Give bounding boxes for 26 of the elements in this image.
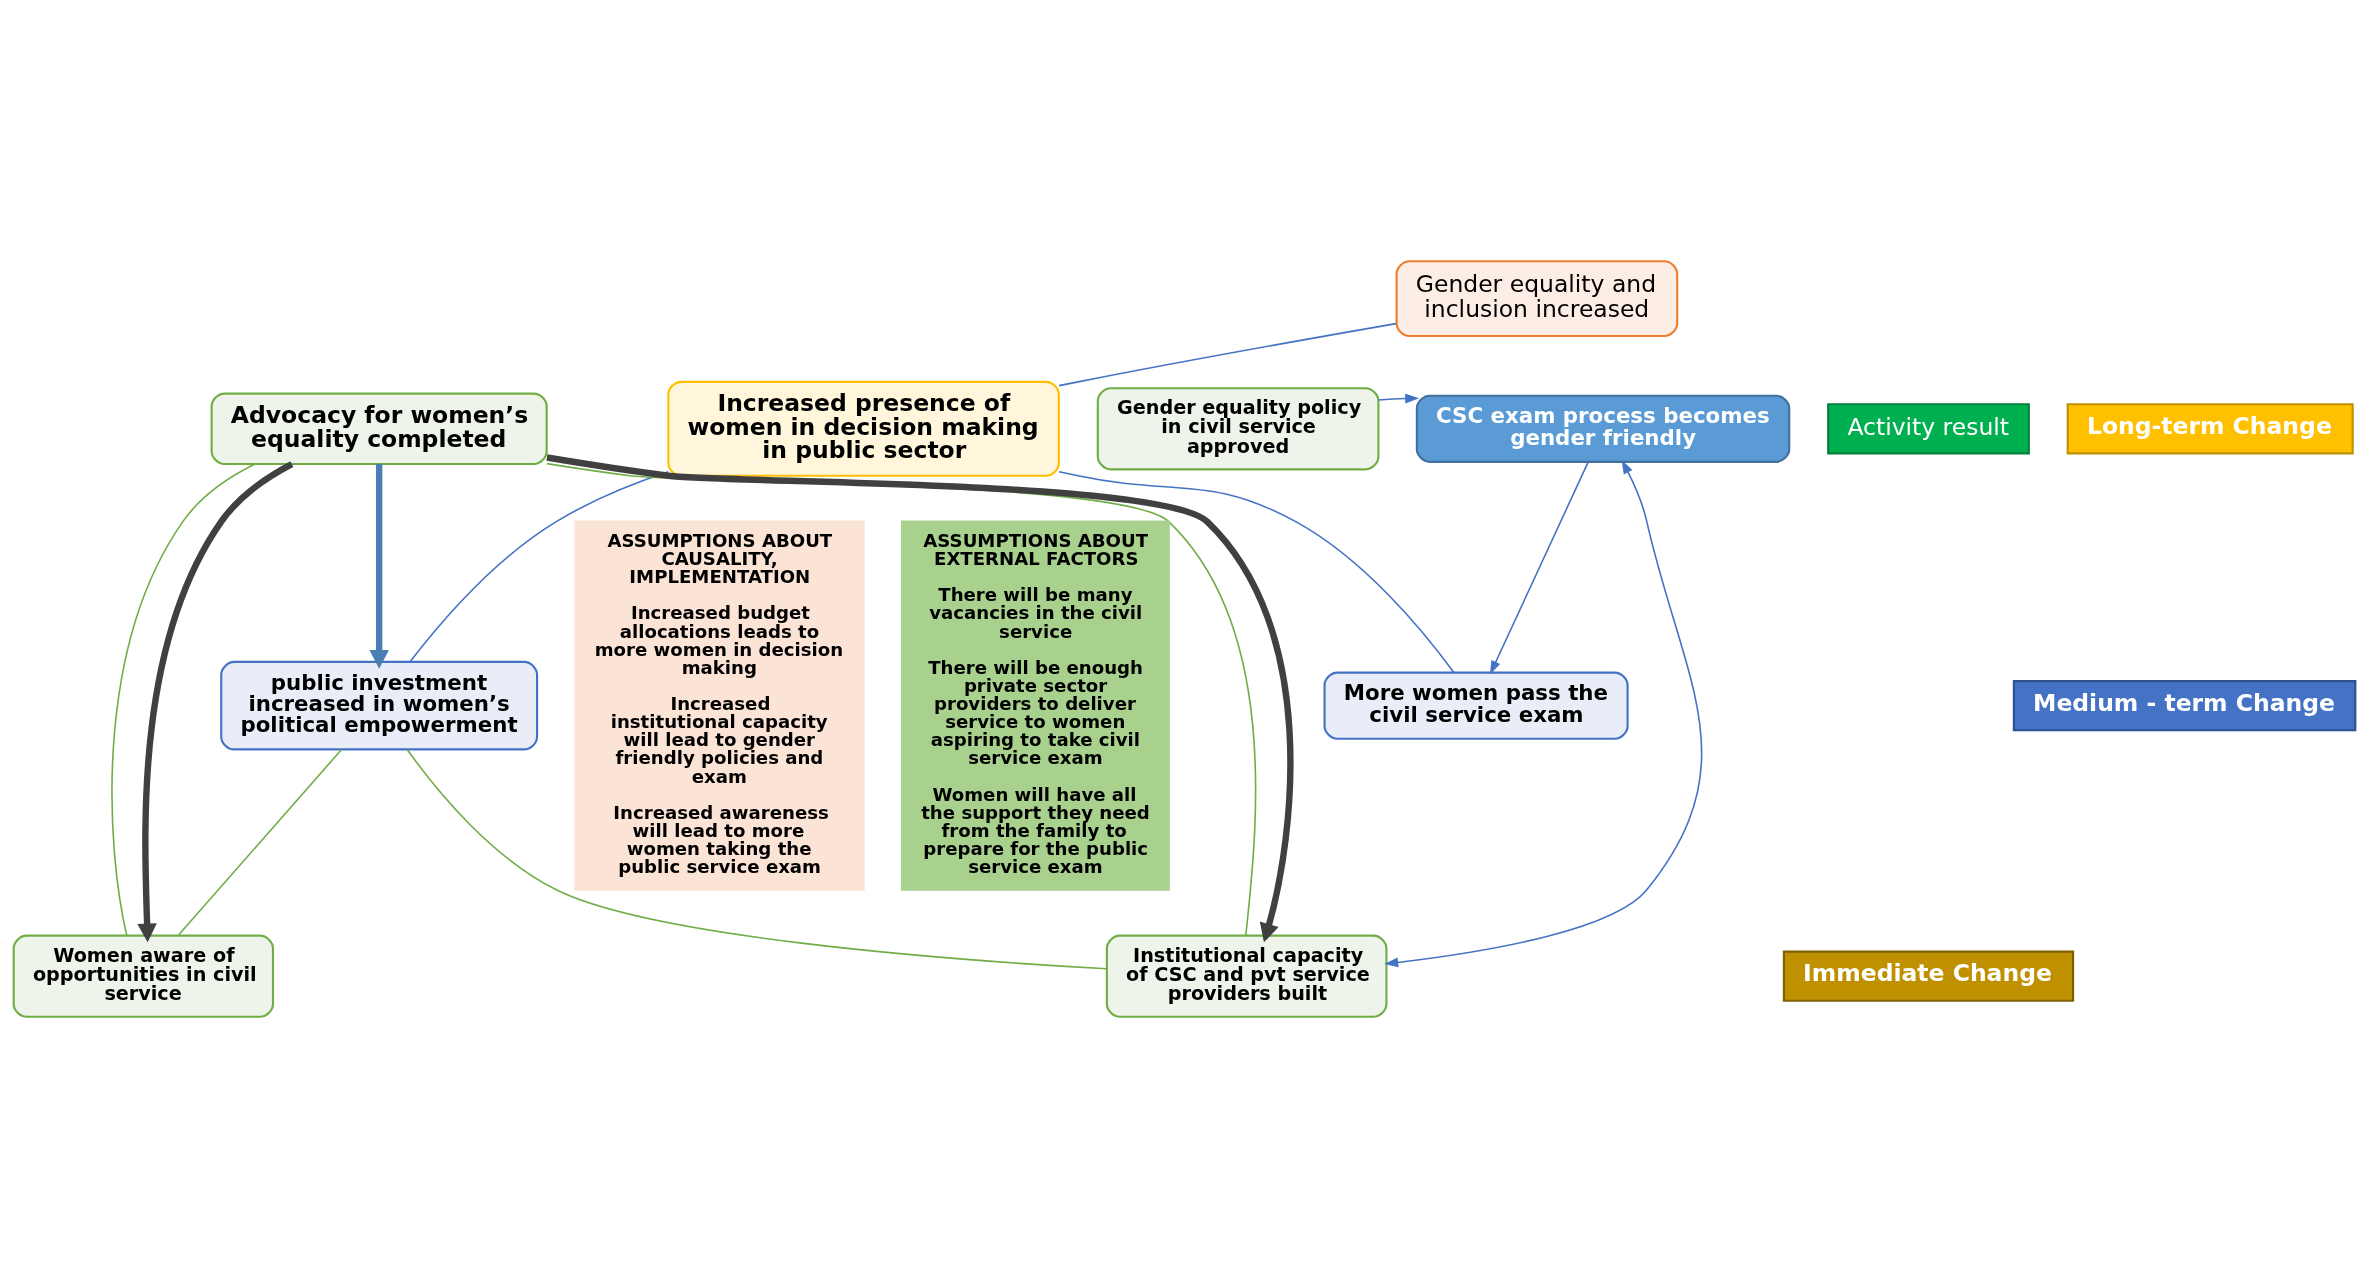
arrow [369,464,389,669]
arrow [1489,461,1590,675]
node-box: public investment increased in women’s political empowerment [220,660,539,751]
connector [111,463,256,937]
node-box: ASSUMPTIONS ABOUT CAUSALITY, IMPLEMENTATION Increased budget allocations leads to more women in decision making Increased institutional capacity will lead to gender friendly policies and exam Increased awareness will lead to more women taking the public service exam [574,520,865,891]
node-box: Gender equality policy in civil service approved [1096,387,1380,471]
node-box: Women aware of opportunities in civil service [12,934,275,1018]
node-box: Increased presence of women in decision making in public sector [667,380,1060,477]
node-box: Gender equality and inclusion increased [1395,260,1679,338]
node-box: Advocacy for women’s equality completed [210,392,548,466]
connector [1058,470,1455,674]
node-box: CSC exam process becomes gender friendly [1415,394,1791,463]
arrow [1384,460,1703,968]
connector [406,748,1108,970]
node-box: More women pass the civil service exam [1323,671,1629,740]
arrow [137,461,294,943]
connector [409,471,669,663]
node-box: Immediate Change [1782,950,2075,1002]
node-box: Activity result [1827,403,2030,455]
node-box: Institutional capacity of CSC and pvt service providers built [1105,934,1388,1018]
arrow [1377,393,1420,404]
connector [1058,322,1397,387]
node-box: ASSUMPTIONS ABOUT EXTERNAL FACTORS There will be many vacancies in the civil service There will be enough private sector providers to deliver service to women aspiring to take civil service exam Women will have all the support they need from the family to prepare for the public service exam [900,520,1170,891]
node-box: Long-term Change [2066,403,2354,455]
connector [177,748,343,937]
node-box: Medium - term Change [2012,680,2357,732]
